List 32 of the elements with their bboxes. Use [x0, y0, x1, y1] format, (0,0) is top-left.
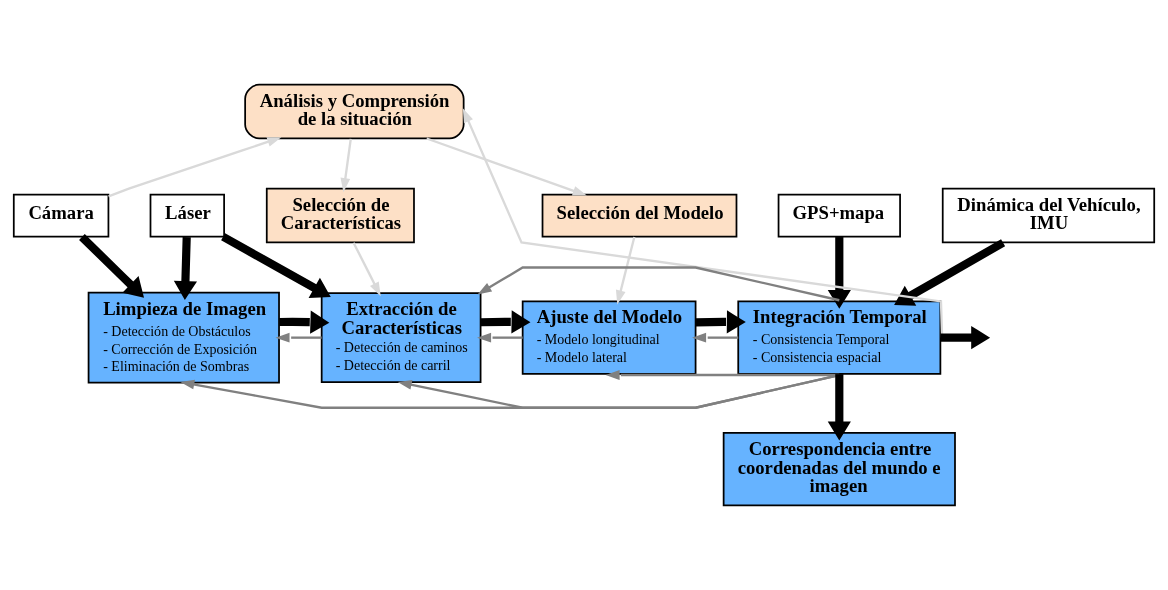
- arrow: [477, 332, 523, 343]
- arrow: [894, 239, 1006, 306]
- node-box: Extracción de Características - Detección de caminos - Detección de carril: [320, 292, 482, 383]
- node-box: Limpieza de Imagen - Detección de Obstáculos - Corrección de Exposición - Eliminación de Sombras: [87, 291, 280, 384]
- arrow: [221, 233, 331, 298]
- arrow: [827, 237, 851, 309]
- arrow: [279, 310, 330, 334]
- arrow: [477, 266, 840, 302]
- node-box: Selección de Características: [265, 187, 415, 244]
- node-box: Correspondencia entre coordenadas del mundo e imagen: [722, 432, 956, 507]
- arrow: [173, 236, 197, 300]
- arrow: [695, 310, 746, 334]
- arrow: [692, 332, 739, 343]
- node-box: Cámara: [12, 193, 110, 238]
- arrow: [615, 236, 636, 305]
- node-box: Análisis y Comprensión de la situación: [244, 83, 465, 140]
- node-box: Láser: [149, 193, 225, 238]
- node-box: Ajuste del Modelo - Modelo longitudinal - Modelo lateral: [521, 300, 697, 375]
- arrow: [352, 242, 381, 297]
- arrow: [79, 234, 144, 298]
- node-box: GPS+mapa: [777, 193, 901, 238]
- arrow: [275, 332, 322, 343]
- arrow: [340, 138, 352, 193]
- arrow: [462, 108, 944, 338]
- arrow: [480, 310, 531, 334]
- node-box: Integración Temporal - Consistencia Temporal - Consistencia espacial: [737, 300, 942, 375]
- node-box: Selección del Modelo: [541, 193, 738, 238]
- arrow: [108, 137, 282, 198]
- arrow: [827, 374, 851, 441]
- arrow: [426, 137, 587, 196]
- arrow: [940, 326, 991, 350]
- node-box: Dinámica del Vehículo, IMU: [941, 187, 1156, 244]
